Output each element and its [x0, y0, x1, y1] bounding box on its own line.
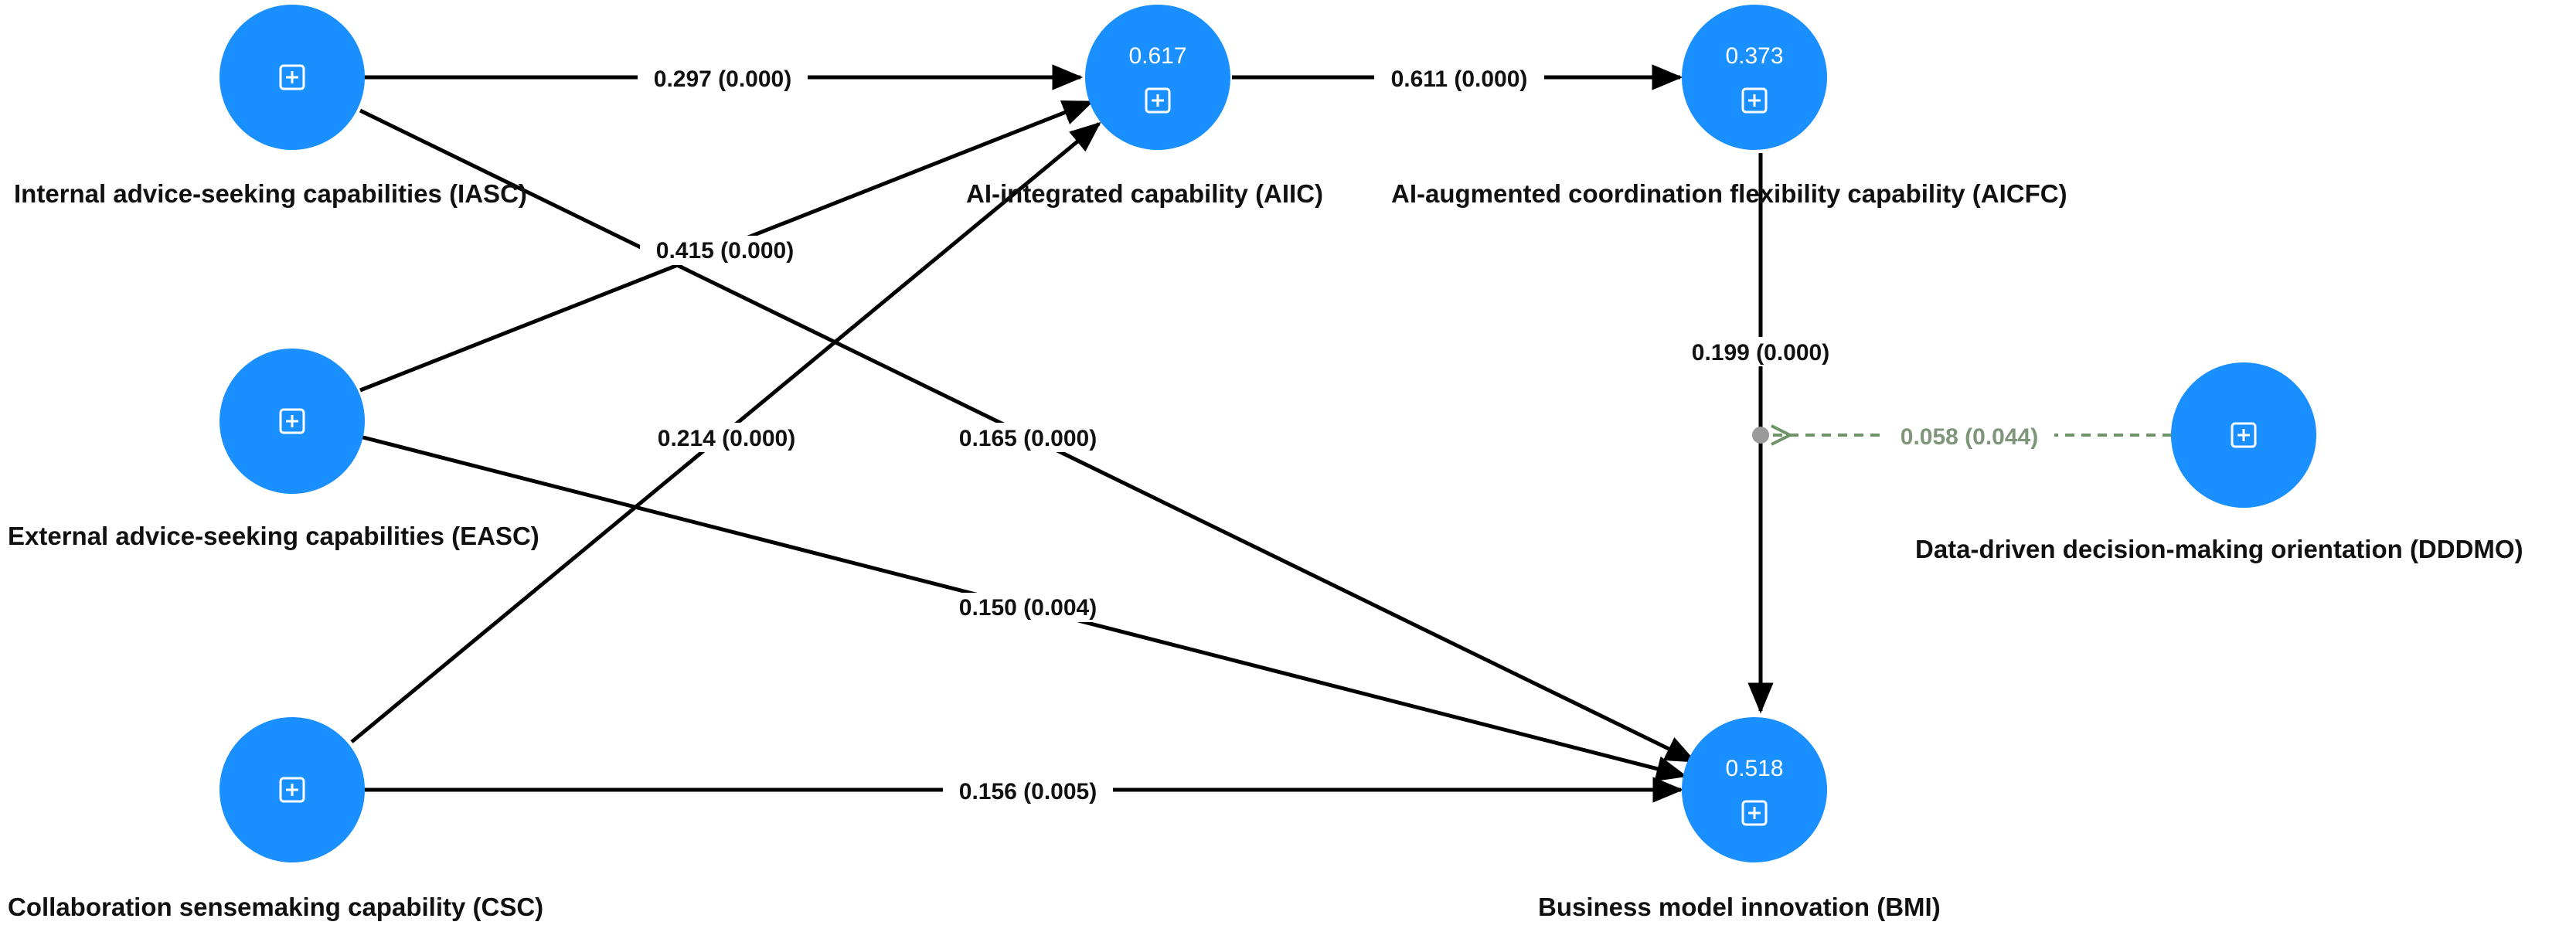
- expand-square-icon[interactable]: [1145, 87, 1171, 114]
- path-label-csc-aiic: 0.214 (0.000): [641, 423, 812, 452]
- svg-text:0.415 (0.000): 0.415 (0.000): [656, 238, 794, 264]
- node-aicfc[interactable]: 0.373: [1682, 5, 1827, 150]
- node-bmi-r2: 0.518: [1725, 756, 1783, 781]
- node-bmi-circle[interactable]: [1682, 717, 1827, 862]
- expand-square-icon[interactable]: [1741, 87, 1768, 114]
- svg-text:0.214 (0.000): 0.214 (0.000): [658, 426, 795, 451]
- svg-text:0.165 (0.000): 0.165 (0.000): [959, 426, 1097, 451]
- path-label-dddmo-moderation: 0.058 (0.044): [1884, 421, 2054, 451]
- node-aiic-r2: 0.617: [1128, 43, 1186, 69]
- path-label-aicfc-bmi: 0.199 (0.000): [1676, 337, 1846, 366]
- node-dddmo-label: Data-driven decision-making orientation …: [1915, 535, 2523, 563]
- svg-text:0.058 (0.044): 0.058 (0.044): [1901, 424, 2038, 450]
- svg-text:0.199 (0.000): 0.199 (0.000): [1692, 340, 1829, 366]
- expand-square-icon[interactable]: [1741, 800, 1768, 826]
- svg-text:0.150 (0.004): 0.150 (0.004): [959, 595, 1097, 621]
- node-aicfc-label: AI-augmented coordination flexibility ca…: [1391, 179, 2067, 208]
- path-label-aiic-aicfc: 0.611 (0.000): [1374, 63, 1544, 93]
- path-label-iasc-aiic: 0.297 (0.000): [638, 63, 808, 93]
- expand-square-icon[interactable]: [2231, 422, 2257, 448]
- svg-text:0.297 (0.000): 0.297 (0.000): [654, 66, 791, 92]
- node-bmi-label: Business model innovation (BMI): [1538, 893, 1941, 921]
- node-dddmo[interactable]: [2171, 362, 2316, 508]
- svg-text:0.156 (0.005): 0.156 (0.005): [959, 779, 1097, 804]
- node-csc[interactable]: [219, 717, 365, 862]
- expand-square-icon[interactable]: [279, 408, 305, 434]
- node-easc[interactable]: [219, 349, 365, 494]
- path-label-csc-bmi: 0.156 (0.005): [943, 776, 1113, 805]
- node-aiic[interactable]: 0.617: [1085, 5, 1230, 150]
- node-iasc-label: Internal advice-seeking capabilities (IA…: [14, 179, 527, 208]
- path-label-easc-bmi: 0.150 (0.004): [943, 593, 1113, 622]
- node-bmi[interactable]: 0.518: [1682, 717, 1827, 862]
- path-label-easc-aiic: 0.415 (0.000): [640, 236, 810, 265]
- node-aicfc-r2: 0.373: [1725, 43, 1783, 69]
- node-iasc[interactable]: [219, 5, 365, 150]
- moderation-point: [1752, 427, 1769, 444]
- expand-square-icon[interactable]: [279, 64, 305, 90]
- expand-square-icon[interactable]: [279, 777, 305, 803]
- node-aiic-circle[interactable]: [1085, 5, 1230, 150]
- node-aicfc-circle[interactable]: [1682, 5, 1827, 150]
- path-label-iasc-bmi: 0.165 (0.000): [943, 423, 1113, 452]
- node-easc-label: External advice-seeking capabilities (EA…: [8, 522, 539, 550]
- svg-text:0.611 (0.000): 0.611 (0.000): [1391, 66, 1528, 92]
- node-csc-label: Collaboration sensemaking capability (CS…: [8, 893, 543, 921]
- node-aiic-label: AI-integrated capability (AIIC): [966, 179, 1323, 208]
